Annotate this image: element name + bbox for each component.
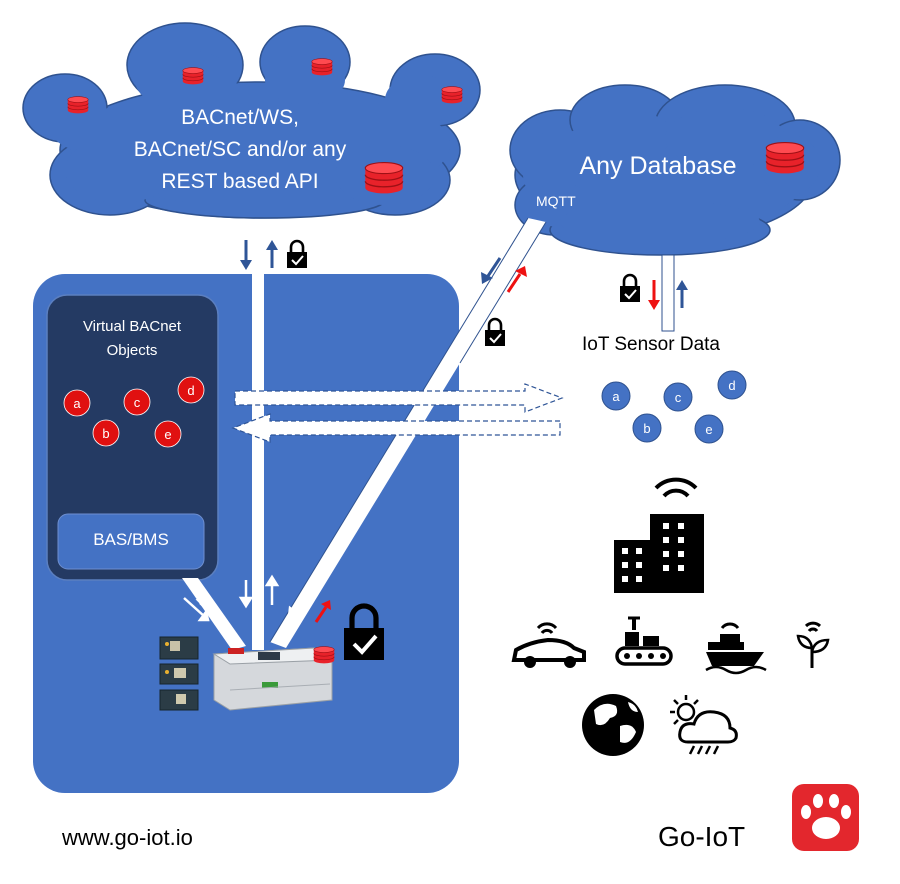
arrow-down-mqtt <box>481 257 502 284</box>
lock-icon <box>618 273 642 304</box>
svg-text:c: c <box>134 395 141 410</box>
car-icon <box>511 622 586 668</box>
svg-text:e: e <box>705 422 712 437</box>
cloud-database: Any Database MQTT <box>509 84 841 256</box>
database-icon <box>765 141 805 175</box>
building-icon <box>614 477 704 593</box>
globe-icon <box>582 694 644 756</box>
pipe-api <box>252 232 264 650</box>
sensor-object-c: c <box>663 382 693 412</box>
svg-text:b: b <box>643 421 650 436</box>
database-icon <box>313 646 335 664</box>
sensor-object-e: e <box>694 414 724 444</box>
svg-text:b: b <box>102 426 109 441</box>
cloud-api: BACnet/WS, BACnet/SC and/or any REST bas… <box>22 22 481 219</box>
weather-icon <box>670 695 738 755</box>
database-icon <box>182 67 204 85</box>
sensor-data-title: IoT Sensor Data <box>582 334 720 355</box>
virtual-object-d: d <box>177 376 205 404</box>
arrow-up-mqtt <box>506 266 527 293</box>
svg-text:c: c <box>675 390 682 405</box>
virtual-object-e: e <box>154 420 182 448</box>
virtual-objects-panel <box>46 294 219 581</box>
mqtt-label: MQTT <box>536 193 576 209</box>
bas-bms-box <box>57 513 205 570</box>
paw-logo-icon <box>792 784 859 851</box>
sensor-object-a: a <box>601 381 631 411</box>
svg-text:e: e <box>164 427 171 442</box>
ship-icon <box>705 622 767 675</box>
virtual-object-c: c <box>123 388 151 416</box>
gateway-device <box>212 647 334 711</box>
cloud-api-line-2: BACnet/SC and/or any <box>134 138 347 161</box>
database-icon <box>364 161 404 195</box>
virtual-objects-title-1: Virtual BACnet <box>83 318 182 335</box>
io-modules <box>159 636 199 711</box>
database-icon <box>441 86 463 104</box>
virtual-objects-title-2: Objects <box>107 342 158 359</box>
conveyor-icon <box>615 616 673 666</box>
svg-text:a: a <box>73 396 81 411</box>
arrow-up-api <box>266 240 278 268</box>
arrow-up-device <box>314 600 331 623</box>
arrow-to-sensors <box>234 383 564 413</box>
plant-icon <box>796 621 830 668</box>
cloud-db-title: Any Database <box>579 152 736 180</box>
sensor-object-b: b <box>632 413 662 443</box>
database-icon <box>67 96 89 114</box>
arrow-up-sensor <box>676 280 688 308</box>
arrow-from-sensors <box>231 413 561 443</box>
virtual-object-a: a <box>63 389 91 417</box>
arrow-down-sensor <box>648 280 660 310</box>
sensor-object-d: d <box>717 370 747 400</box>
pipe-sensor <box>661 254 675 332</box>
arrow-down-api <box>240 240 252 270</box>
svg-text:d: d <box>187 383 194 398</box>
website-url: www.go-iot.io <box>61 825 193 850</box>
svg-text:d: d <box>728 378 735 393</box>
lock-icon <box>285 239 309 270</box>
bas-bms-label: BAS/BMS <box>93 530 169 549</box>
gateway-arrows <box>183 574 308 622</box>
database-icon <box>311 58 333 76</box>
svg-text:a: a <box>612 389 620 404</box>
virtual-object-b: b <box>92 419 120 447</box>
lock-icon <box>483 317 507 348</box>
brand-name: Go-IoT <box>658 821 745 852</box>
cloud-api-line-3: REST based API <box>161 170 318 193</box>
cloud-api-line-1: BACnet/WS, <box>181 106 299 129</box>
